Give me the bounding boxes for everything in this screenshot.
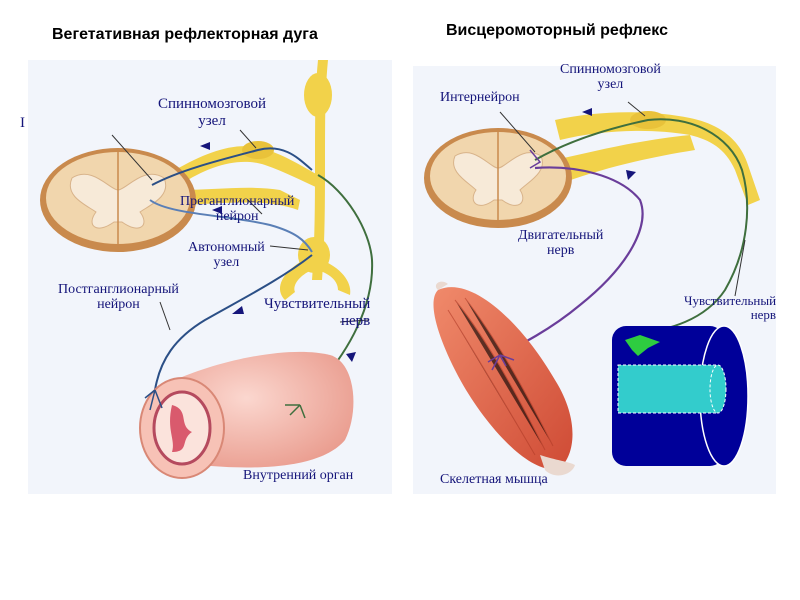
direction-arrow-icon: [582, 108, 592, 116]
hollow-organ-tube: [612, 325, 749, 467]
right-spinal-cord: [424, 128, 572, 228]
right-spinal-nerve: [555, 111, 760, 205]
motor-nerve-fiber: [499, 166, 644, 356]
sympathetic-trunk: [280, 60, 351, 300]
motor-nerve-label: Двигательный нерв: [518, 228, 604, 259]
direction-arrow-icon: [346, 352, 356, 362]
postganglionic-fiber: [154, 254, 313, 391]
skeletal-muscle-label: Скелетная мышца: [440, 472, 548, 487]
direction-arrow-icon: [232, 306, 244, 314]
left-sensory-fiber: [151, 147, 313, 186]
preganglionic-fiber: [149, 199, 313, 253]
right-spinal-ganglion-label: Спинномозговой узел: [560, 62, 661, 93]
autonomic-ganglion-label: Автономный узел: [188, 240, 265, 271]
right-direction-arrows: [582, 108, 636, 180]
interneuron: [529, 149, 542, 169]
left-panel-edge-label: I: [20, 115, 25, 131]
direction-arrow-icon: [212, 206, 222, 214]
direction-arrow-icon: [626, 170, 636, 180]
postganglionic-neuron-label: Постганглионарный нейрон: [58, 282, 179, 313]
right-sensory-nerve-label: Чувствительный нерв: [684, 293, 777, 323]
preganglionic-neuron-label: Преганглионарный нейрон: [180, 194, 295, 225]
skeletal-muscle: [433, 281, 575, 476]
left-spinal-ganglion-label: Спинномозговой узел: [158, 96, 267, 129]
direction-arrow-icon: [200, 142, 210, 150]
left-spinal-cord: [40, 148, 196, 252]
right-sensory-fiber: [534, 118, 749, 336]
left-sensory-nerve-label: Чувствительный нерв: [264, 296, 371, 329]
left-leader-lines: [111, 129, 369, 331]
right-diagram-title: Висцеромоторный рефлекс: [446, 22, 668, 39]
interneuron-label: Интернейрон: [440, 90, 520, 105]
left-direction-arrows: [200, 142, 356, 362]
internal-organ-label: Внутренний орган: [243, 468, 354, 483]
right-leader-lines: [499, 101, 746, 297]
left-diagram-title: Вегетативная рефлекторная дуга: [52, 26, 318, 43]
internal-organ: [139, 351, 354, 479]
